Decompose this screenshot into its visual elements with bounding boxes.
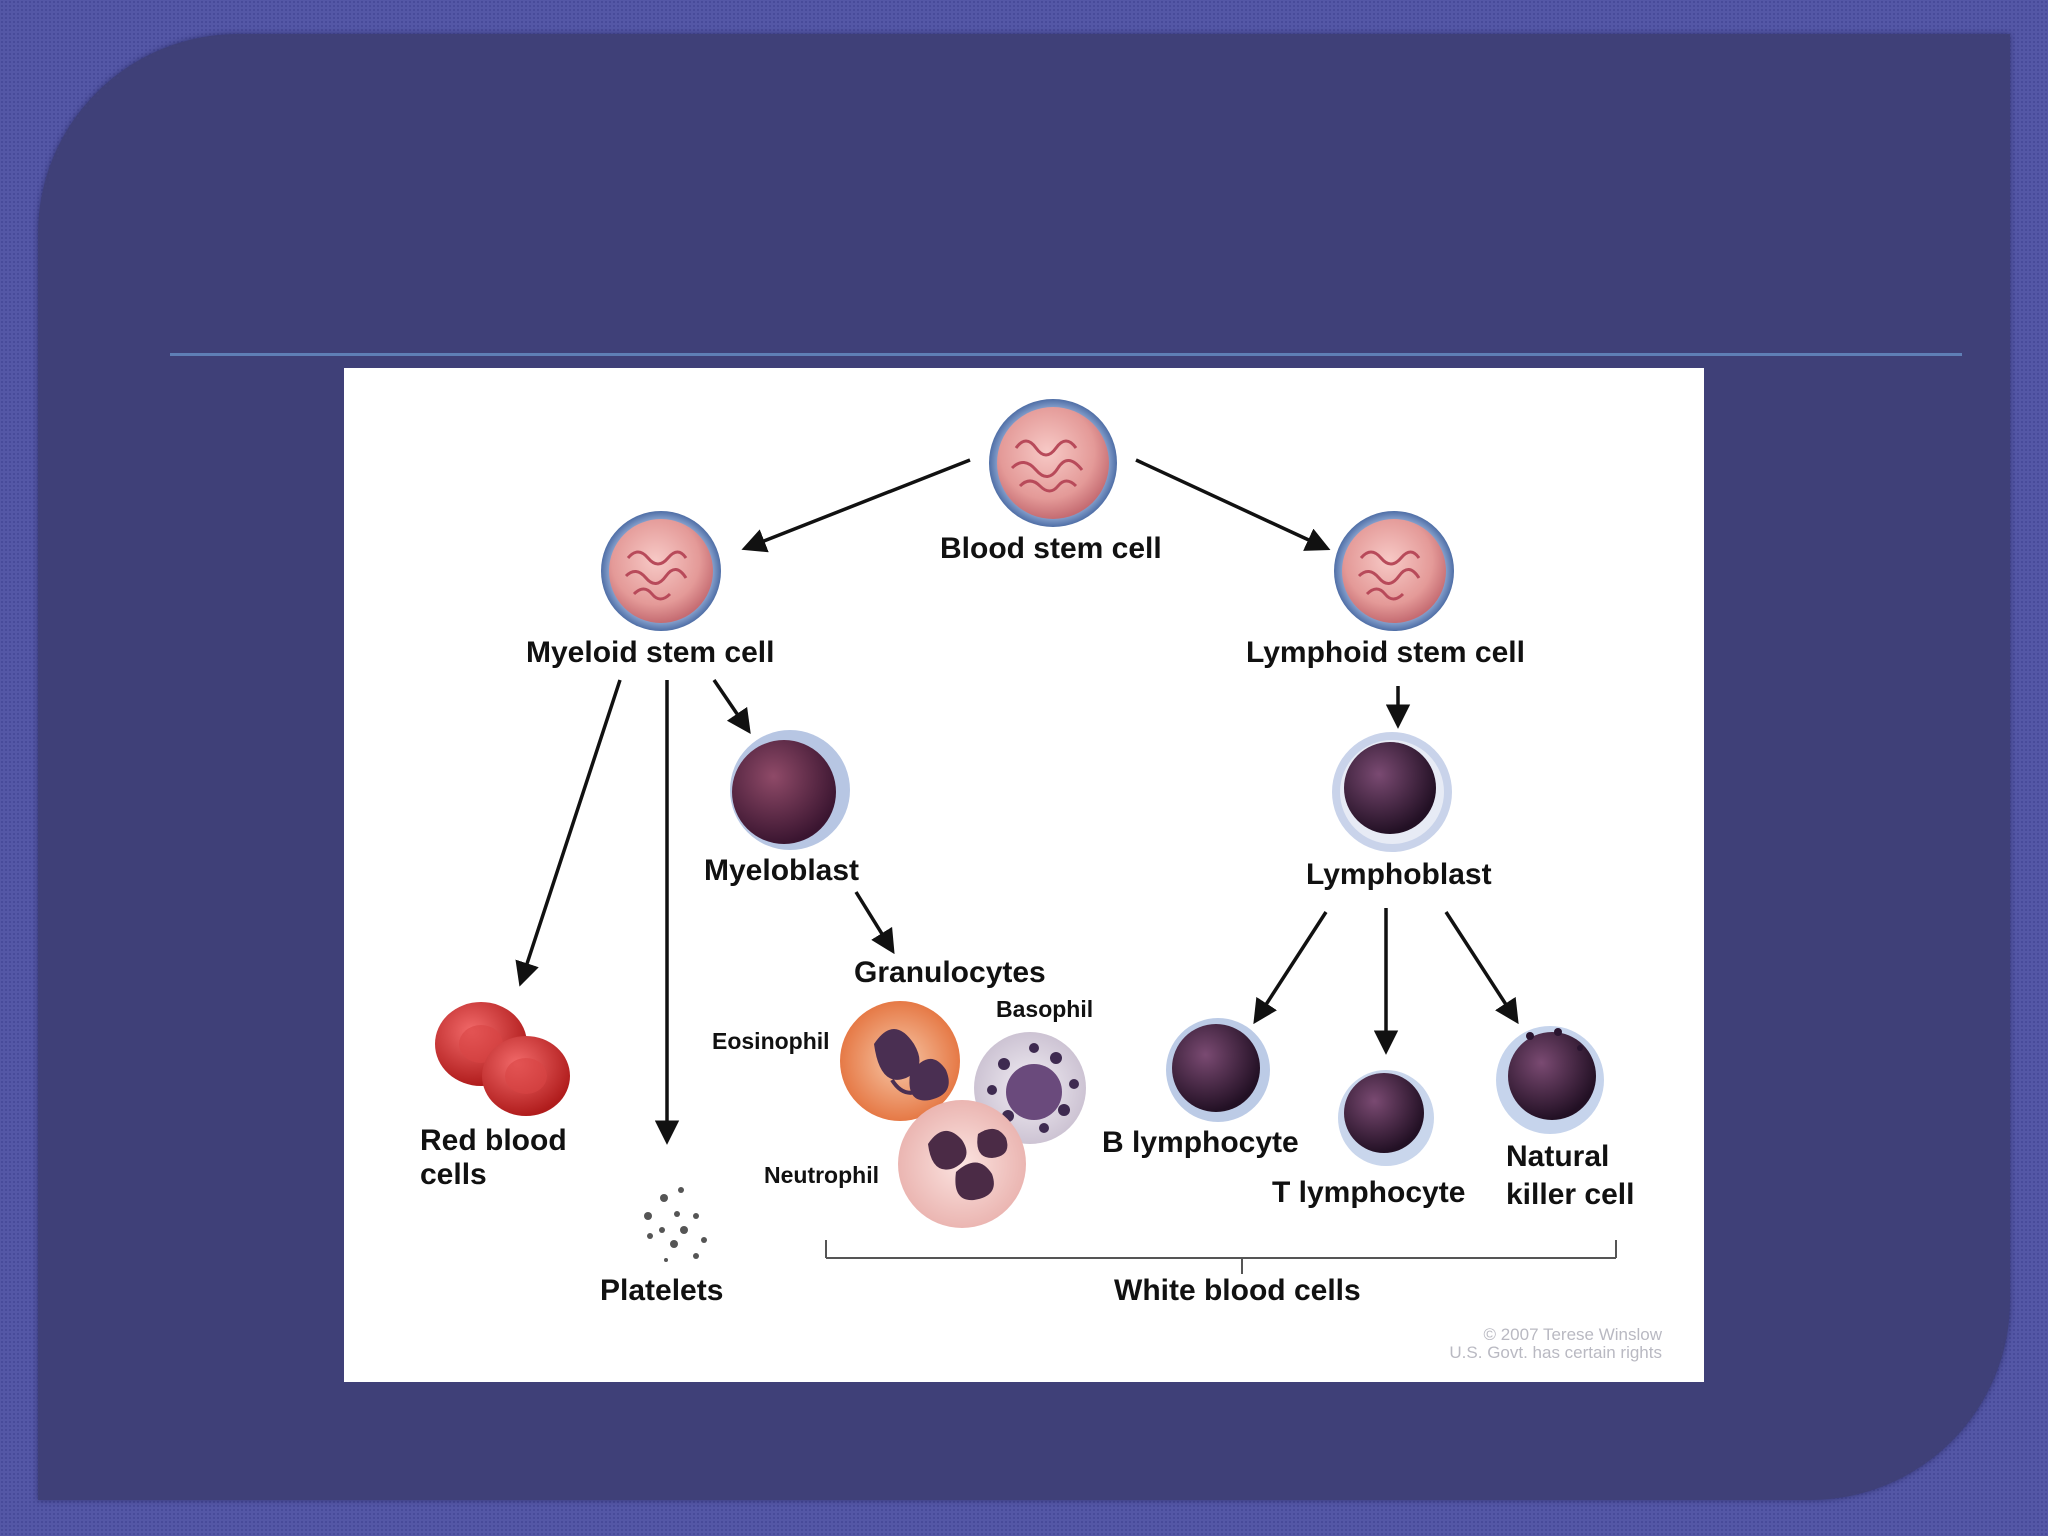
red-blood-cells-icon — [435, 1002, 570, 1116]
lymphoblast-icon — [1332, 732, 1452, 852]
b-lymphocyte-icon — [1166, 1018, 1270, 1122]
blood-stem-cell-label: Blood stem cell — [940, 532, 1162, 565]
myeloblast-icon — [730, 730, 850, 850]
myeloblast-label: Myeloblast — [704, 854, 860, 887]
blood-cell-diagram: Blood stem cell Myeloid stem cell Lympho… — [344, 368, 1704, 1382]
white-blood-cells-label: White blood cells — [1114, 1274, 1361, 1307]
diagram-canvas — [435, 399, 1617, 1274]
natural-killer-cell-label-line1: Natural — [1506, 1140, 1610, 1173]
neutrophil-label: Neutrophil — [764, 1162, 879, 1188]
natural-killer-cell-icon — [1496, 1026, 1604, 1134]
basophil-label: Basophil — [996, 996, 1094, 1022]
white-blood-cells-bracket — [825, 1240, 1617, 1274]
lymphoblast-label: Lymphoblast — [1306, 858, 1492, 891]
blood-stem-cell-icon — [989, 399, 1117, 527]
eosinophil-label: Eosinophil — [712, 1028, 830, 1054]
neutrophil-icon — [898, 1100, 1026, 1228]
lymphoid-stem-cell-icon — [1334, 511, 1454, 631]
myeloid-stem-cell-label: Myeloid stem cell — [526, 636, 775, 669]
copyright-line2: U.S. Govt. has certain rights — [1449, 1343, 1662, 1362]
eosinophil-icon — [840, 1001, 960, 1121]
t-lymphocyte-label: T lymphocyte — [1272, 1176, 1466, 1209]
copyright-line1: © 2007 Terese Winslow — [1483, 1325, 1662, 1344]
lymphoid-stem-cell-label: Lymphoid stem cell — [1246, 636, 1525, 669]
platelets-icon — [644, 1187, 707, 1262]
myeloid-stem-cell-icon — [601, 511, 721, 631]
red-blood-cells-label-line1: Red blood — [420, 1124, 567, 1157]
b-lymphocyte-label: B lymphocyte — [1102, 1126, 1299, 1159]
granulocytes-label: Granulocytes — [854, 956, 1046, 989]
title-divider — [170, 353, 1962, 356]
copyright-notice: © 2007 Terese Winslow U.S. Govt. has cer… — [1449, 1326, 1662, 1362]
red-blood-cells-label-line2: cells — [420, 1158, 487, 1191]
natural-killer-cell-label-line2: killer cell — [1506, 1178, 1635, 1211]
platelets-label: Platelets — [600, 1274, 724, 1307]
t-lymphocyte-icon — [1338, 1070, 1434, 1166]
lineage-arrows — [515, 458, 1519, 1145]
